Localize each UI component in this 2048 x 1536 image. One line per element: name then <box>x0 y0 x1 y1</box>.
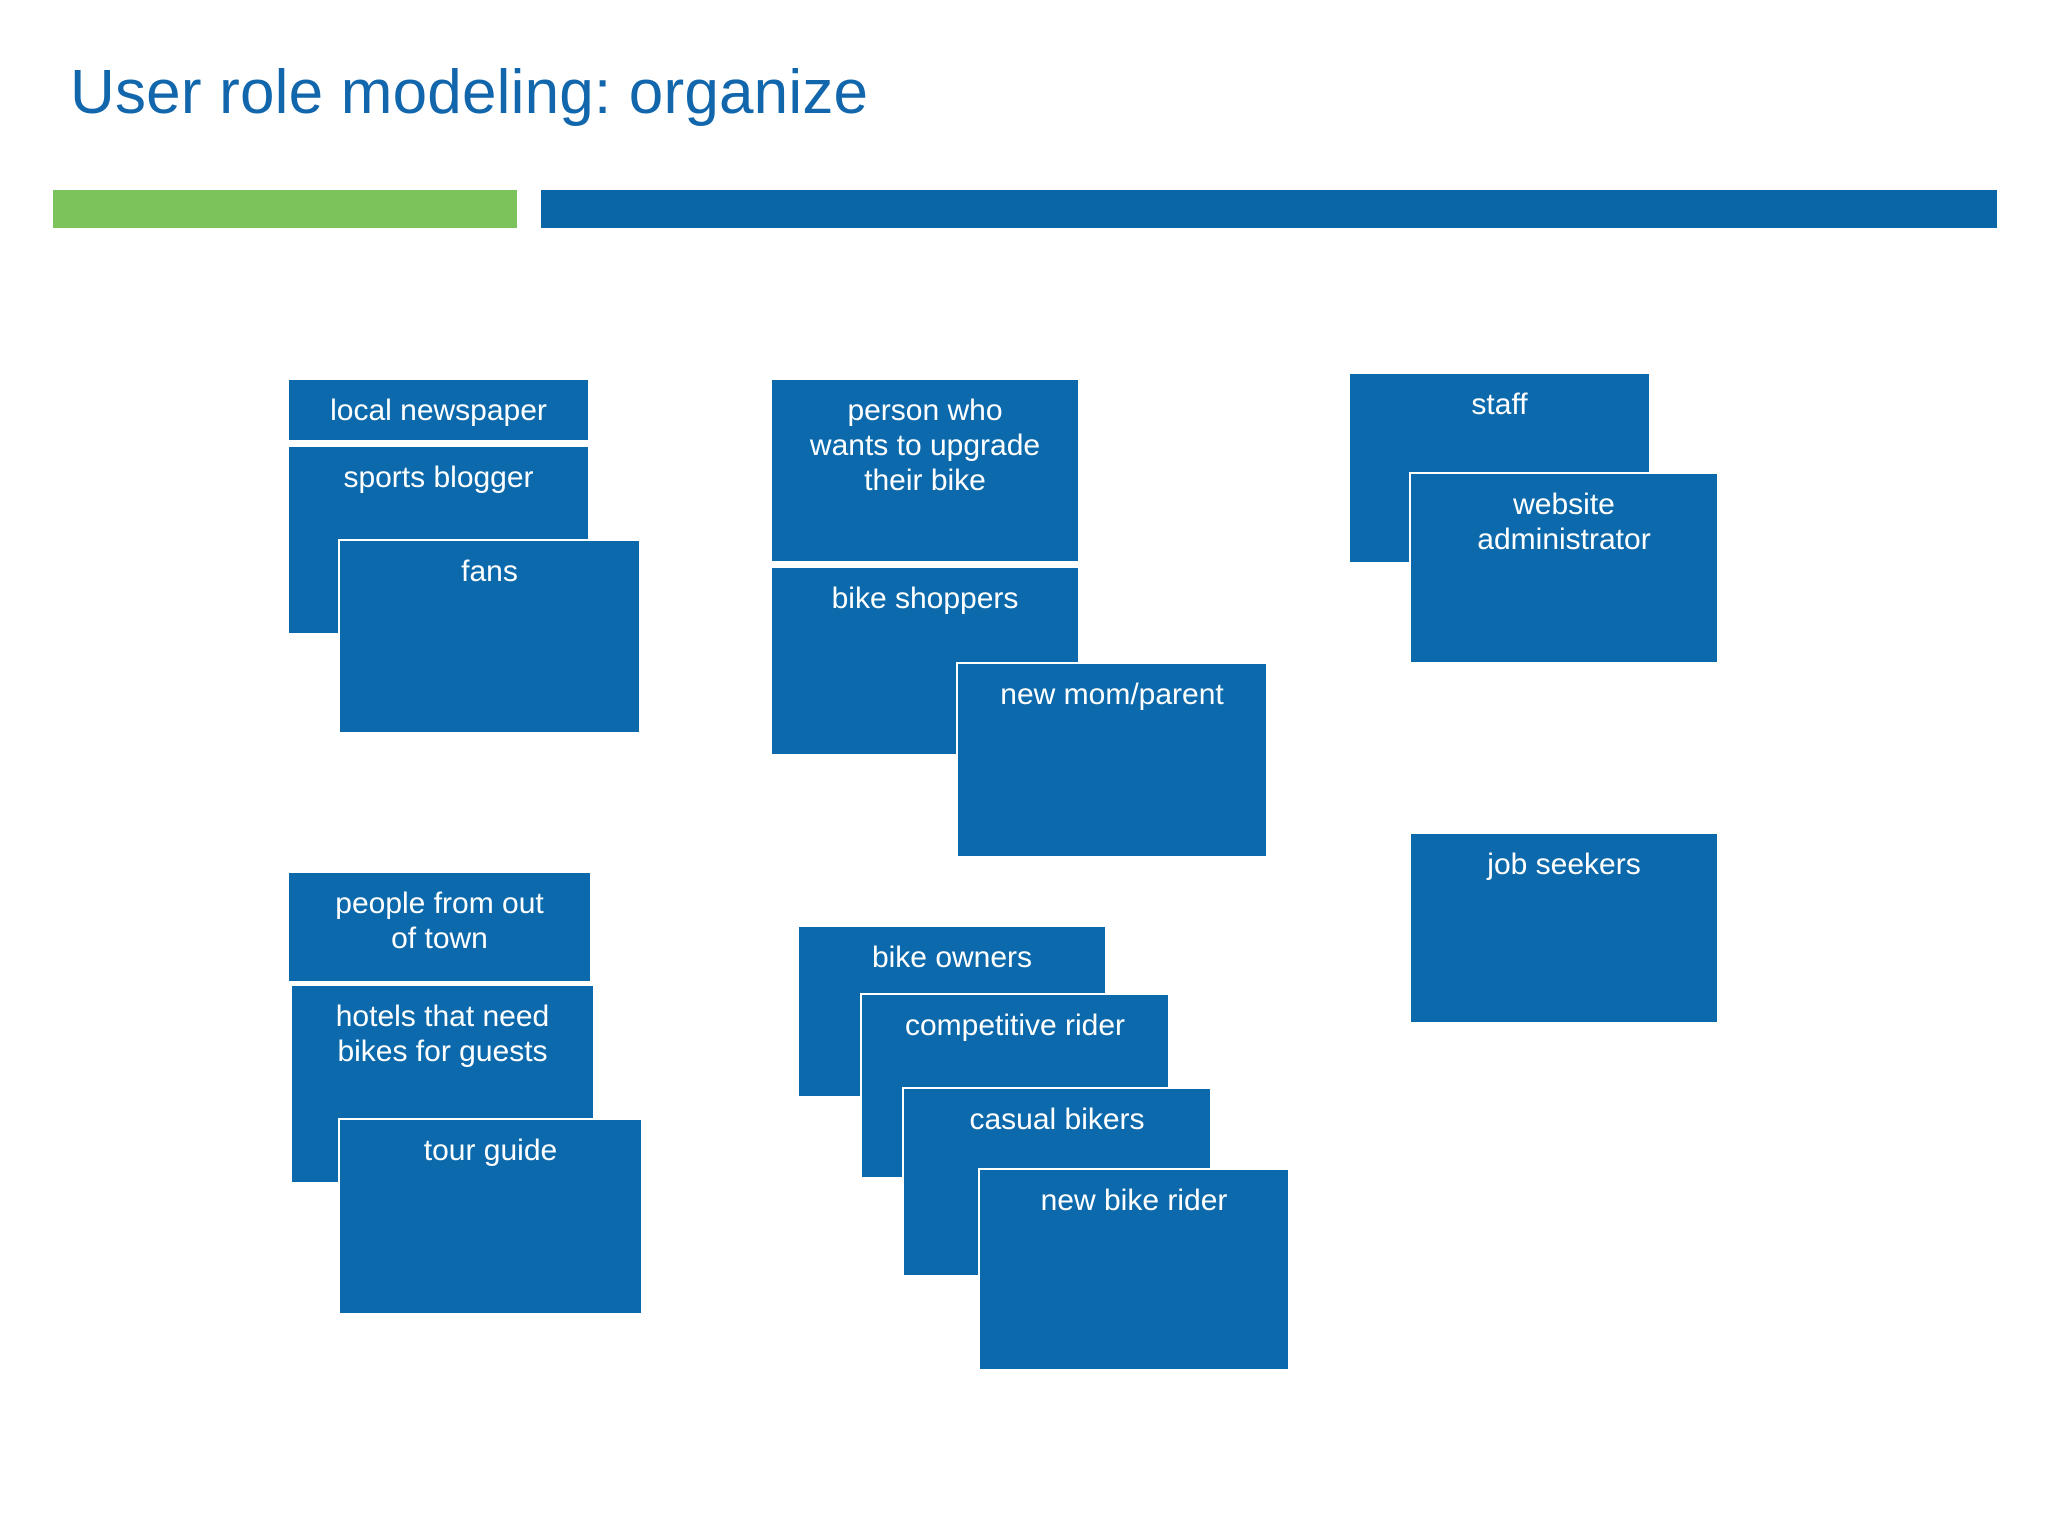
page-title: User role modeling: organize <box>70 58 869 127</box>
role-card-website-administrator[interactable]: website administrator <box>1409 472 1719 664</box>
role-card-local-newspaper[interactable]: local newspaper <box>287 378 590 442</box>
role-card-job-seekers[interactable]: job seekers <box>1409 832 1719 1024</box>
divider-bar-green <box>53 190 517 228</box>
role-card-people-from-out-of-town[interactable]: people from out of town <box>287 871 592 983</box>
role-card-new-mom-parent[interactable]: new mom/parent <box>956 662 1268 858</box>
role-card-new-bike-rider[interactable]: new bike rider <box>978 1168 1290 1371</box>
divider-bar-blue <box>541 190 1997 228</box>
role-card-fans[interactable]: fans <box>338 539 641 734</box>
role-card-tour-guide[interactable]: tour guide <box>338 1118 643 1315</box>
role-card-person-who-wants-to-upgrade-their-bike[interactable]: person who wants to upgrade their bike <box>770 378 1080 563</box>
